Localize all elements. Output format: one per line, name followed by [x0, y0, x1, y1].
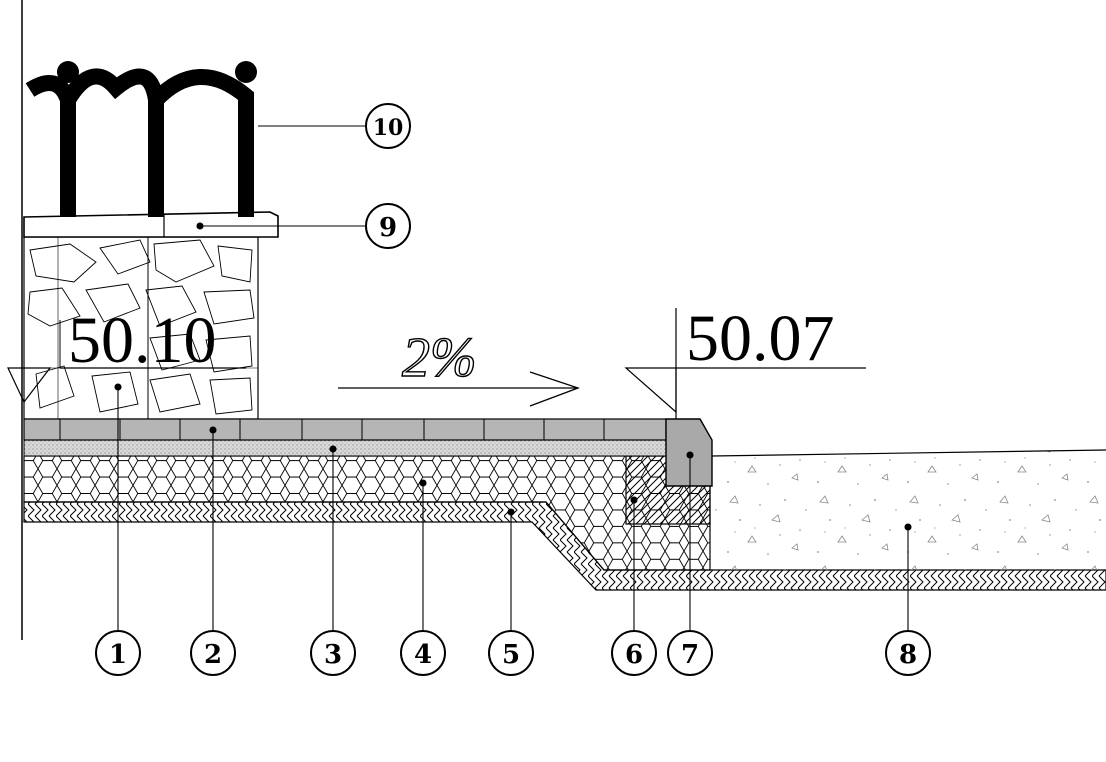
level-right-text: 50.07 [686, 302, 835, 375]
callout-7: 7 [667, 630, 713, 676]
level-left-text: 50.10 [68, 304, 217, 377]
callout-8-text: 8 [899, 640, 917, 670]
callout-10: 10 [365, 103, 411, 149]
callout-3-text: 3 [324, 640, 342, 670]
callout-8: 8 [885, 630, 931, 676]
callout-4-text: 4 [414, 640, 432, 670]
callout-3: 3 [310, 630, 356, 676]
ornamental-fence [25, 61, 257, 217]
concrete-ground [711, 449, 1106, 570]
callout-6-text: 6 [625, 640, 643, 670]
slope-text: 2% [402, 327, 477, 389]
stone-wall [23, 236, 259, 420]
callout-1-text: 1 [109, 640, 127, 670]
callout-1: 1 [95, 630, 141, 676]
callout-6: 6 [611, 630, 657, 676]
leader-lines [114, 125, 912, 630]
callout-9-text: 9 [379, 213, 397, 243]
callout-4: 4 [400, 630, 446, 676]
paving-tiles [23, 418, 667, 441]
callout-5: 5 [488, 630, 534, 676]
level-marker-left: 50.10 [7, 304, 246, 404]
level-marker-right: 50.07 [624, 302, 866, 419]
callout-9: 9 [365, 203, 411, 249]
callout-2: 2 [190, 630, 236, 676]
callout-2-text: 2 [204, 640, 222, 670]
sand-bed [23, 439, 667, 457]
callout-10-text: 10 [373, 115, 404, 141]
callout-7-text: 7 [681, 640, 699, 670]
callout-5-text: 5 [502, 640, 520, 670]
slope-indicator: 2% [338, 326, 580, 407]
